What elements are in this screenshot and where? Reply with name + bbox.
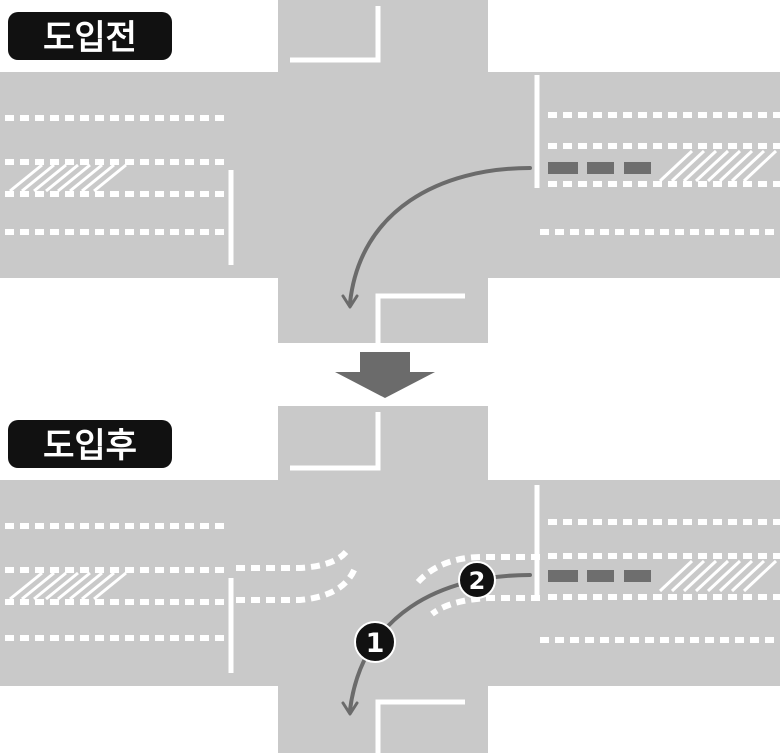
down-arrow-icon xyxy=(335,352,435,398)
step-marker-number: 1 xyxy=(366,628,385,659)
hatch-stripe xyxy=(682,559,718,593)
left-turn-route xyxy=(348,166,532,305)
after-label-badge xyxy=(8,420,172,468)
hatch-stripe xyxy=(658,559,694,593)
hatch-stripe xyxy=(718,559,754,593)
south-stop-marking xyxy=(375,699,465,753)
hatch-stripe xyxy=(93,163,127,193)
hatch-stripe xyxy=(57,571,91,601)
hatch-stripe xyxy=(694,149,730,183)
hatch-stripe xyxy=(93,571,127,601)
hatch-stripe xyxy=(9,163,43,193)
hatched-zone xyxy=(658,559,778,593)
turn-lane-marker xyxy=(548,570,578,582)
hatch-stripe xyxy=(730,559,766,593)
hatch-stripe xyxy=(670,559,706,593)
before-label: 도입전 xyxy=(43,18,137,58)
step-marker-1: 1 xyxy=(354,621,396,663)
hatch-stripe xyxy=(682,149,718,183)
hatch-stripe xyxy=(33,571,67,601)
turn-lane-marker xyxy=(624,162,651,174)
guide-line-left-upper xyxy=(236,549,349,571)
guide-line-left-lower xyxy=(236,566,358,603)
after-label: 도입후 xyxy=(43,426,137,466)
step-marker-2: 2 xyxy=(458,561,496,599)
hatch-stripe xyxy=(742,559,778,593)
before-label-badge xyxy=(8,12,172,60)
left-turn-route xyxy=(348,573,532,712)
north-stop-marking xyxy=(290,412,381,471)
hatch-stripe xyxy=(57,163,91,193)
hatch-stripe xyxy=(9,571,43,601)
hatch-stripe xyxy=(45,163,79,193)
hatched-zone xyxy=(658,149,778,183)
hatch-stripe xyxy=(694,559,730,593)
turn-lane-marker xyxy=(624,570,651,582)
turn-lane-marker xyxy=(587,162,614,174)
hatch-stripe xyxy=(81,163,115,193)
step-marker-circle xyxy=(458,561,496,599)
route-arrowhead-icon xyxy=(341,294,359,309)
hatch-stripe xyxy=(81,571,115,601)
hatch-stripe xyxy=(69,571,103,601)
hatch-stripe xyxy=(706,149,742,183)
hatch-stripe xyxy=(21,571,55,601)
hatched-zone xyxy=(9,163,127,193)
step-marker-number: 2 xyxy=(469,567,486,595)
hatch-stripe xyxy=(21,163,55,193)
guide-line-right-lower xyxy=(430,595,540,617)
route-arrowhead-icon xyxy=(341,701,359,716)
hatch-stripe xyxy=(730,149,766,183)
hatch-stripe xyxy=(670,149,706,183)
hatch-stripe xyxy=(742,149,778,183)
hatch-stripe xyxy=(69,163,103,193)
hatch-stripe xyxy=(45,571,79,601)
hatch-stripe xyxy=(718,149,754,183)
step-marker-circle xyxy=(354,621,396,663)
south-stop-marking xyxy=(375,293,465,343)
hatch-stripe xyxy=(706,559,742,593)
after-panel: 1 2 도입후 xyxy=(0,406,780,753)
turn-lane-marker xyxy=(587,570,614,582)
vertical-road xyxy=(278,0,488,343)
hatched-zone xyxy=(9,571,127,601)
north-stop-marking xyxy=(290,6,381,63)
turn-lane-marker xyxy=(548,162,578,174)
guide-line-right-upper xyxy=(415,554,540,585)
before-panel: 도입전 xyxy=(0,0,780,343)
hatch-stripe xyxy=(33,163,67,193)
hatch-stripe xyxy=(658,149,694,183)
vertical-road xyxy=(278,406,488,753)
